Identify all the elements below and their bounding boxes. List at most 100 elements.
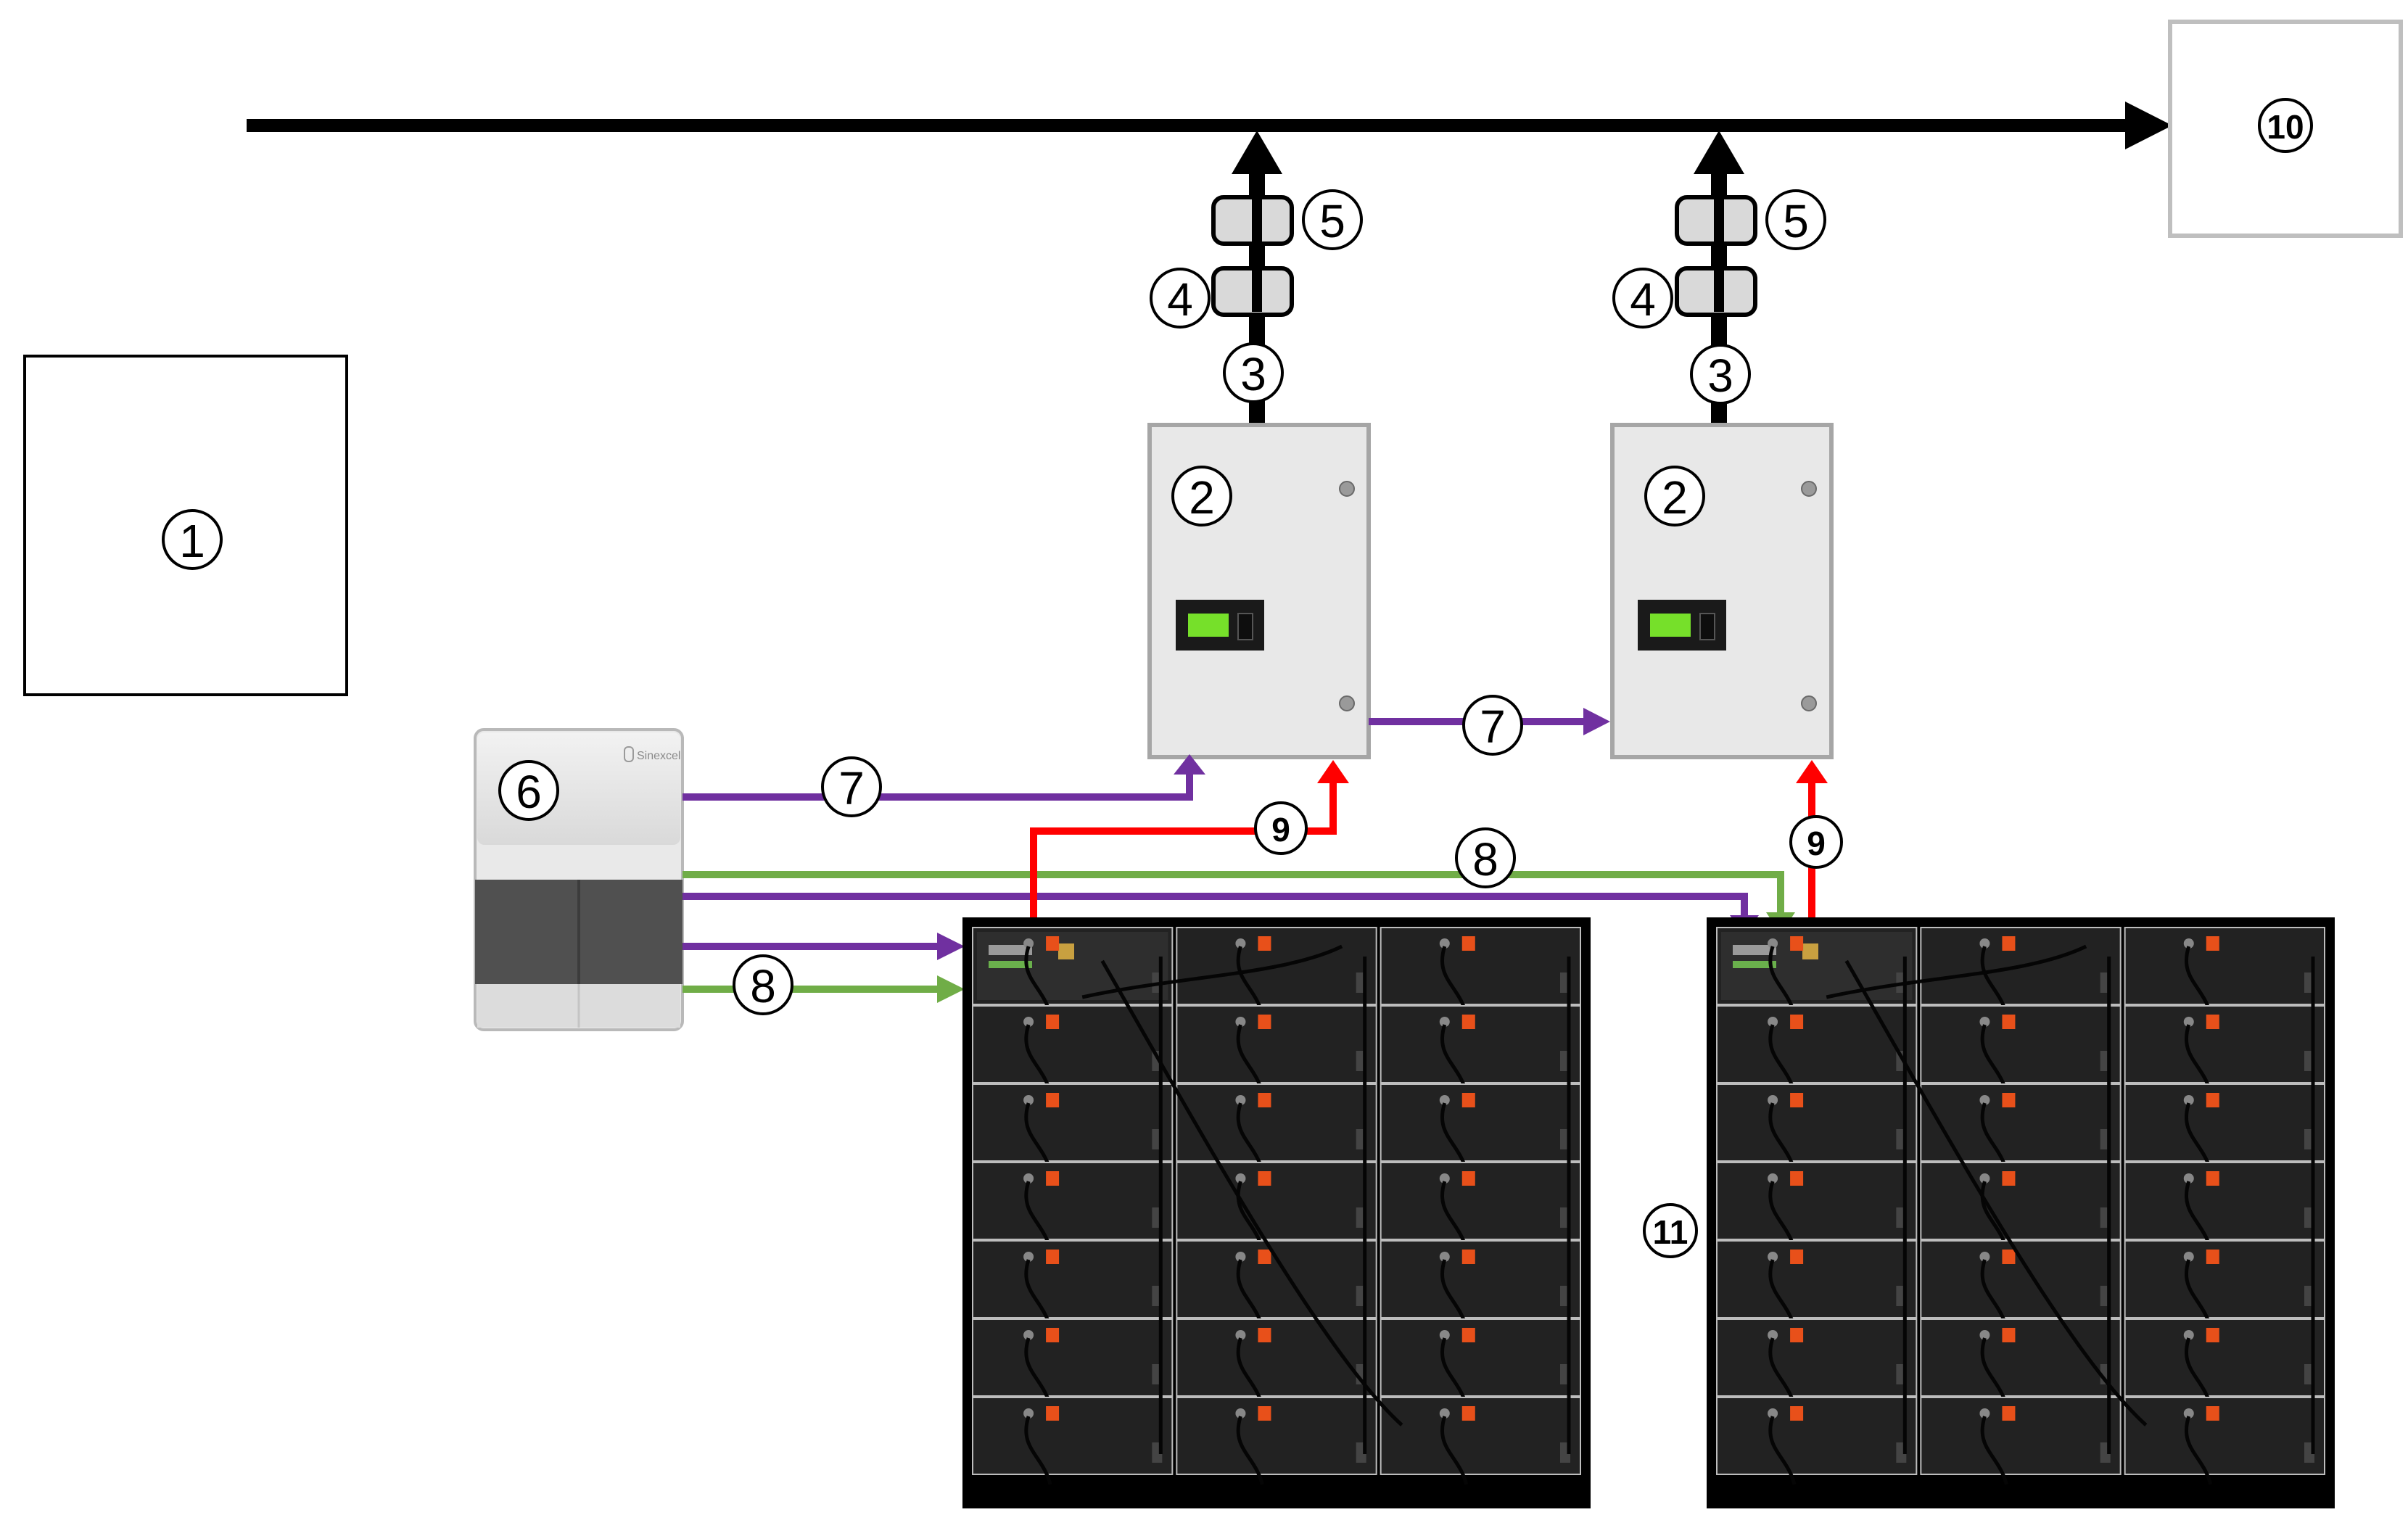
battery-terminal <box>2002 1406 2016 1421</box>
battery-module <box>1920 1240 2122 1318</box>
label-8b: 8 <box>750 960 776 1012</box>
battery-terminal <box>1461 1015 1475 1029</box>
battery-terminal <box>2206 1406 2219 1421</box>
label-4b: 4 <box>1630 273 1656 326</box>
battery-module <box>972 1397 1174 1475</box>
battery-module <box>1380 1083 1581 1162</box>
battery-module <box>972 1318 1174 1397</box>
battery-module <box>1920 1162 2122 1240</box>
battery-module <box>1176 1318 1377 1397</box>
battery-terminal <box>2206 1015 2219 1029</box>
battery-module <box>1380 1318 1581 1397</box>
battery-terminal <box>1258 1015 1271 1029</box>
battery-module <box>2124 1083 2326 1162</box>
battery-terminal <box>1790 1015 1804 1029</box>
inverter-ac-link-2: 5 4 3 <box>1612 131 1826 424</box>
label-5b: 5 <box>1783 195 1809 247</box>
battery-module <box>1176 1240 1377 1318</box>
battery-terminal <box>1046 936 1060 951</box>
battery-module <box>1716 1318 1918 1397</box>
battery-terminal <box>1790 1093 1804 1107</box>
battery-module <box>2124 1397 2326 1475</box>
battery-module <box>1380 927 1581 1005</box>
battery-terminal <box>1790 1250 1804 1264</box>
battery-module <box>1380 1005 1581 1083</box>
battery-module <box>1176 1083 1377 1162</box>
grid-connection-box: 10 <box>2168 20 2403 238</box>
battery-terminal <box>2002 1328 2016 1342</box>
battery-terminal <box>2206 1328 2219 1342</box>
inverter-1: 2 <box>1147 423 1371 759</box>
label-5a: 5 <box>1319 195 1345 247</box>
label-7a: 7 <box>838 762 865 814</box>
battery-terminal <box>1258 1250 1271 1264</box>
source-box: 1 <box>23 355 348 696</box>
battery-module <box>1716 1397 1918 1475</box>
battery-terminal <box>1258 1171 1271 1186</box>
label-3b: 3 <box>1707 350 1733 402</box>
inverter-2: 2 <box>1610 423 1834 759</box>
ac-main-bus <box>247 102 2172 149</box>
label-11: 11 <box>1653 1213 1689 1251</box>
battery-terminal <box>1258 936 1271 951</box>
battery-module <box>1380 1162 1581 1240</box>
battery-module <box>2124 927 2326 1005</box>
battery-terminal <box>1046 1328 1060 1342</box>
battery-terminal <box>1790 1406 1804 1421</box>
battery-module <box>2124 1240 2326 1318</box>
battery-cluster-2 <box>1707 917 2335 1508</box>
battery-terminal <box>2002 1250 2016 1264</box>
battery-terminal <box>2206 1250 2219 1264</box>
label-9a: 9 <box>1271 811 1290 848</box>
label-6: 6 <box>516 766 542 818</box>
battery-module <box>1176 1397 1377 1475</box>
inverter-ac-link-1: 5 4 3 <box>1150 131 1363 424</box>
controller-ems: Sinexcel 6 <box>474 728 684 1031</box>
battery-terminal <box>1258 1406 1271 1421</box>
battery-module <box>1380 1397 1581 1475</box>
battery-terminal <box>1258 1328 1271 1342</box>
label-2a: 2 <box>1189 471 1215 524</box>
battery-terminal <box>2206 936 2219 951</box>
battery-module <box>972 1240 1174 1318</box>
battery-cluster-1 <box>962 917 1591 1508</box>
battery-terminal <box>2206 1093 2219 1107</box>
label-7b: 7 <box>1480 701 1506 753</box>
battery-terminal <box>1046 1015 1060 1029</box>
battery-module <box>2124 1162 2326 1240</box>
battery-terminal <box>1461 1328 1475 1342</box>
battery-terminal <box>1461 1406 1475 1421</box>
battery-module <box>1716 1005 1918 1083</box>
battery-module <box>1176 1005 1377 1083</box>
battery-module <box>1716 1162 1918 1240</box>
battery-module <box>1920 1318 2122 1397</box>
battery-terminal <box>1461 1250 1475 1264</box>
battery-terminal <box>1461 936 1475 951</box>
battery-module <box>1920 1083 2122 1162</box>
battery-terminal <box>1046 1406 1060 1421</box>
dc-lines <box>1030 760 1828 928</box>
battery-terminal <box>2002 1093 2016 1107</box>
battery-terminal <box>1790 1328 1804 1342</box>
label-2b: 2 <box>1662 471 1688 524</box>
label-4a: 4 <box>1167 273 1193 326</box>
battery-terminal <box>1258 1093 1271 1107</box>
battery-terminal <box>2206 1171 2219 1186</box>
battery-terminal <box>1790 936 1804 951</box>
label-8a: 8 <box>1472 833 1498 885</box>
battery-module <box>1716 1240 1918 1318</box>
label-3a: 3 <box>1240 348 1266 400</box>
battery-terminal <box>1461 1093 1475 1107</box>
battery-module <box>1920 1005 2122 1083</box>
battery-terminal <box>1461 1171 1475 1186</box>
label-9b: 9 <box>1807 825 1826 862</box>
battery-module <box>2124 1005 2326 1083</box>
battery-module <box>972 1083 1174 1162</box>
battery-terminal <box>1046 1171 1060 1186</box>
battery-module <box>1176 1162 1377 1240</box>
battery-module <box>1920 1397 2122 1475</box>
battery-terminal <box>1046 1250 1060 1264</box>
battery-terminal <box>1790 1171 1804 1186</box>
battery-module <box>2124 1318 2326 1397</box>
battery-module <box>1380 1240 1581 1318</box>
